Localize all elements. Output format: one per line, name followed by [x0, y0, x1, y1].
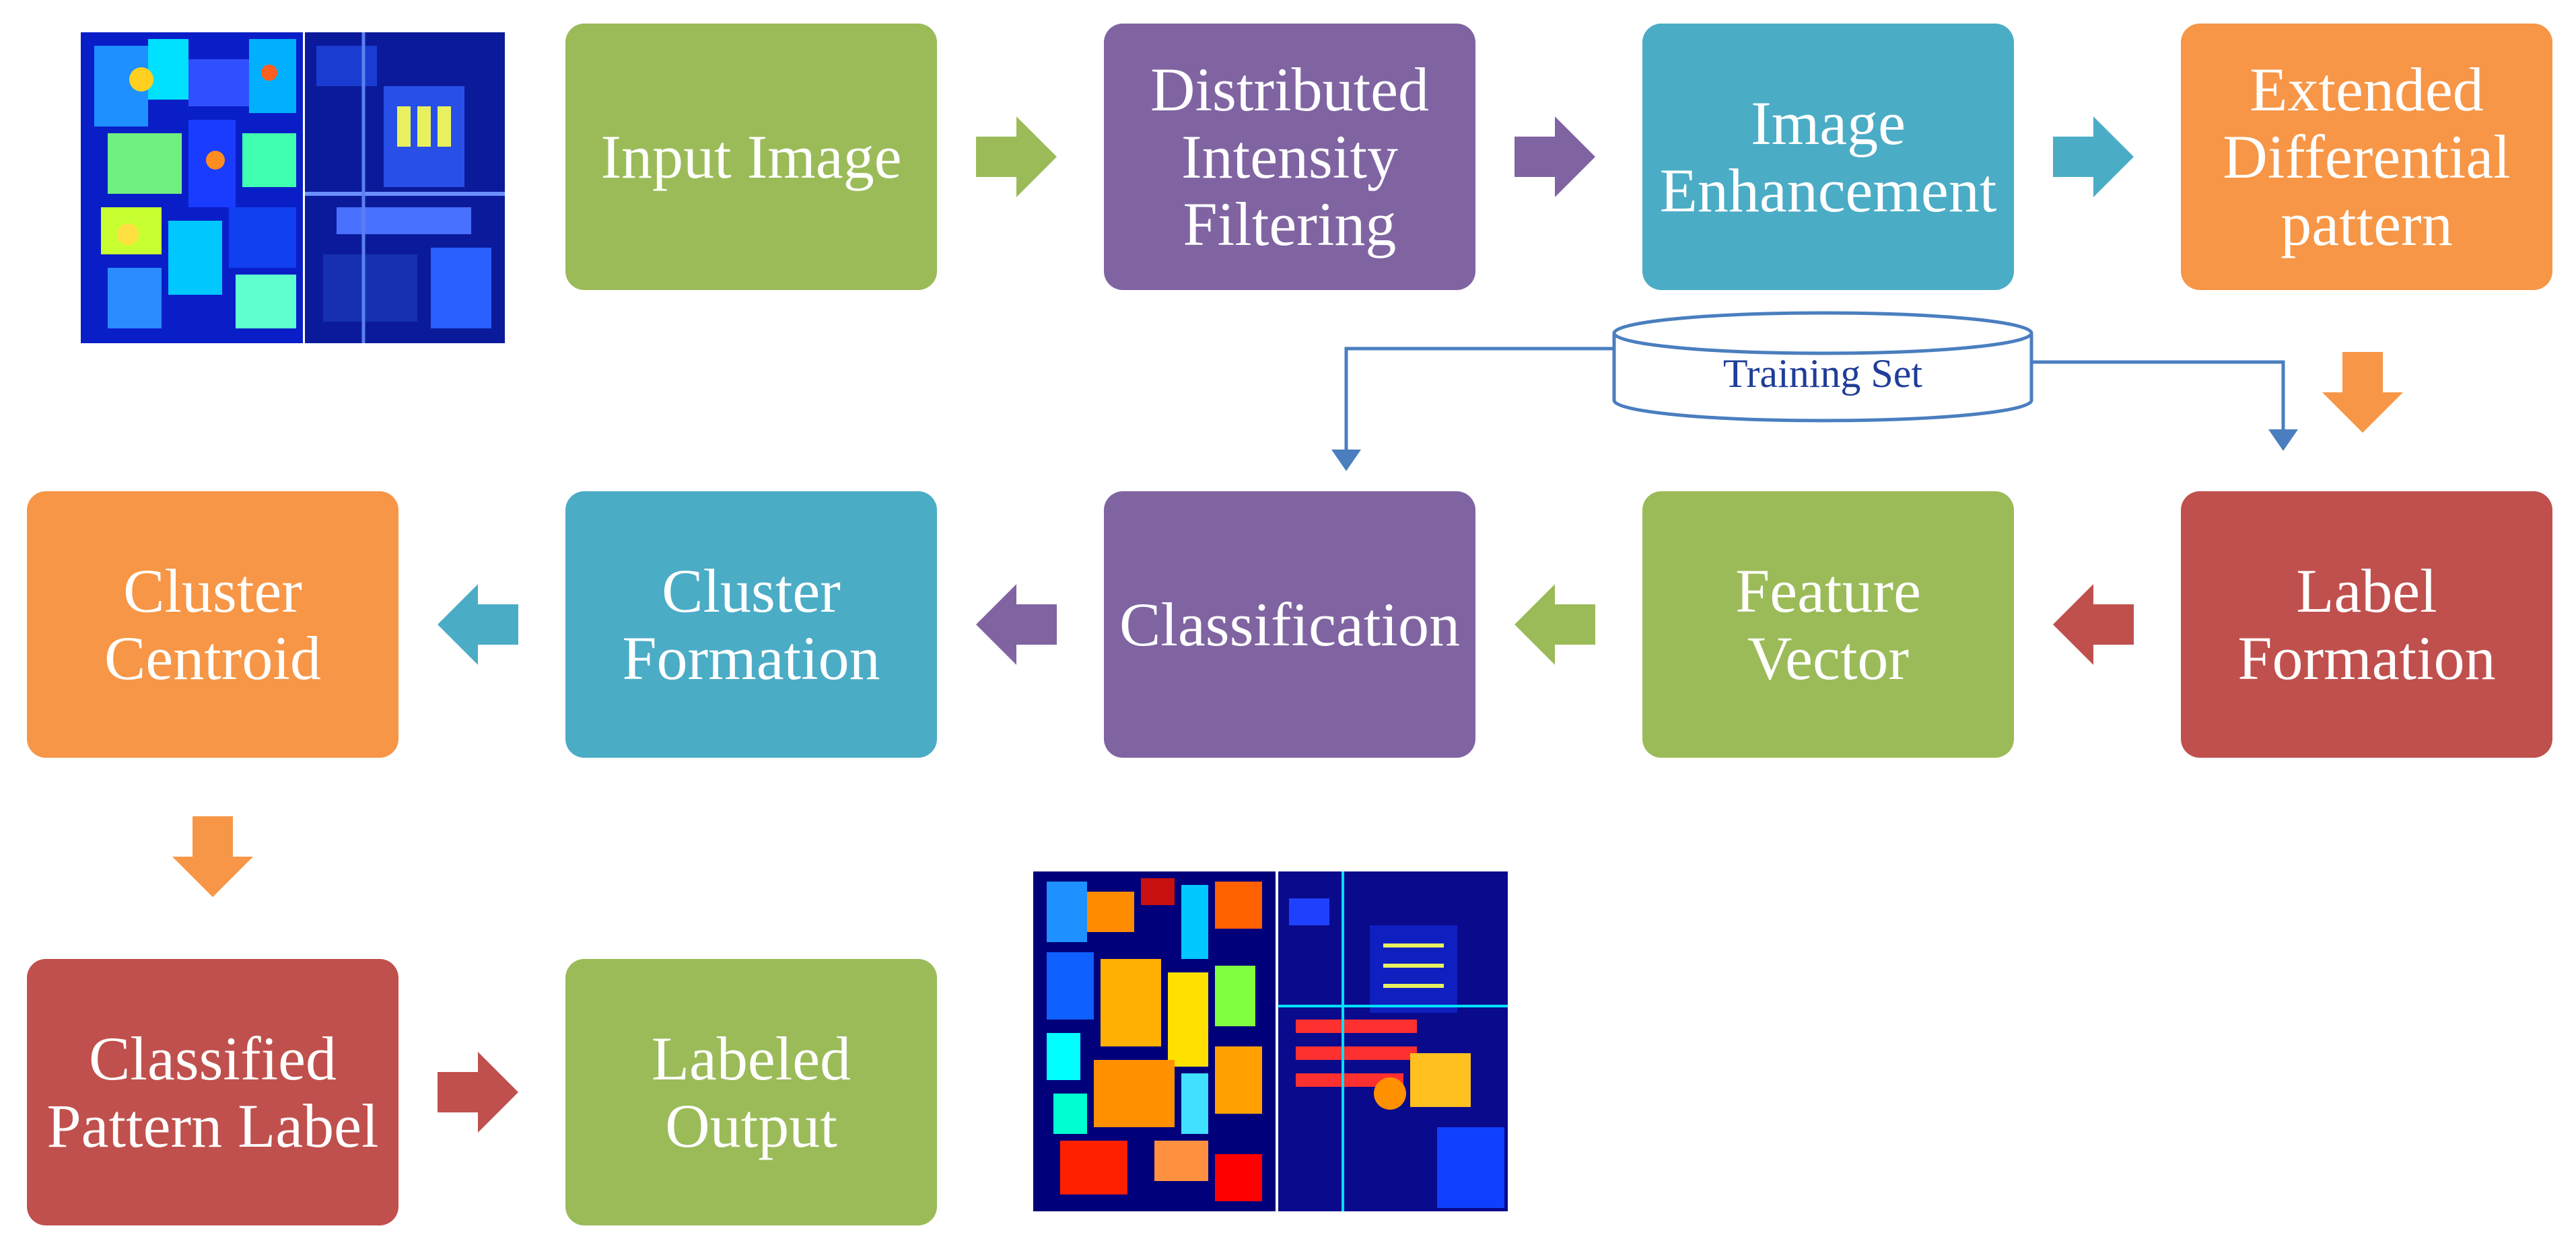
- output-thumbnail-image: [1033, 871, 1508, 1211]
- distributed-intensity-filtering-box: Distributed Intensity Filtering: [1104, 24, 1475, 290]
- arrow-down-orange-icon: [2322, 352, 2403, 433]
- input-image-box: Input Image: [565, 24, 937, 290]
- arrow-left-teal-icon: [438, 584, 518, 665]
- image-enhancement-box: Image Enhancement: [1642, 24, 2014, 290]
- arrow-left-green-icon: [1515, 584, 1595, 665]
- input-thumbnail-image: [81, 32, 505, 343]
- classification-box: Classification: [1104, 491, 1475, 758]
- arrow-down-orange-left-icon: [172, 816, 253, 897]
- arrow-right-red-icon: [438, 1052, 518, 1133]
- arrow-left-purple-icon: [976, 584, 1057, 665]
- cluster-centroid-box: Cluster Centroid: [27, 491, 398, 758]
- arrow-left-red-icon: [2053, 584, 2134, 665]
- cluster-formation-box: Cluster Formation: [565, 491, 937, 758]
- arrow-right-purple-icon: [1515, 116, 1595, 197]
- training-set-label: Training Set: [1722, 351, 1923, 396]
- classified-pattern-label-box: Classified Pattern Label: [27, 959, 398, 1225]
- label-formation-box: Label Formation: [2181, 491, 2552, 758]
- arrow-right-green-icon: [976, 116, 1057, 197]
- feature-vector-box: Feature Vector: [1642, 491, 2014, 758]
- extended-differential-pattern-box: Extended Differential pattern: [2181, 24, 2552, 290]
- labeled-output-box: Labeled Output: [565, 959, 937, 1225]
- arrow-right-teal-icon: [2053, 116, 2134, 197]
